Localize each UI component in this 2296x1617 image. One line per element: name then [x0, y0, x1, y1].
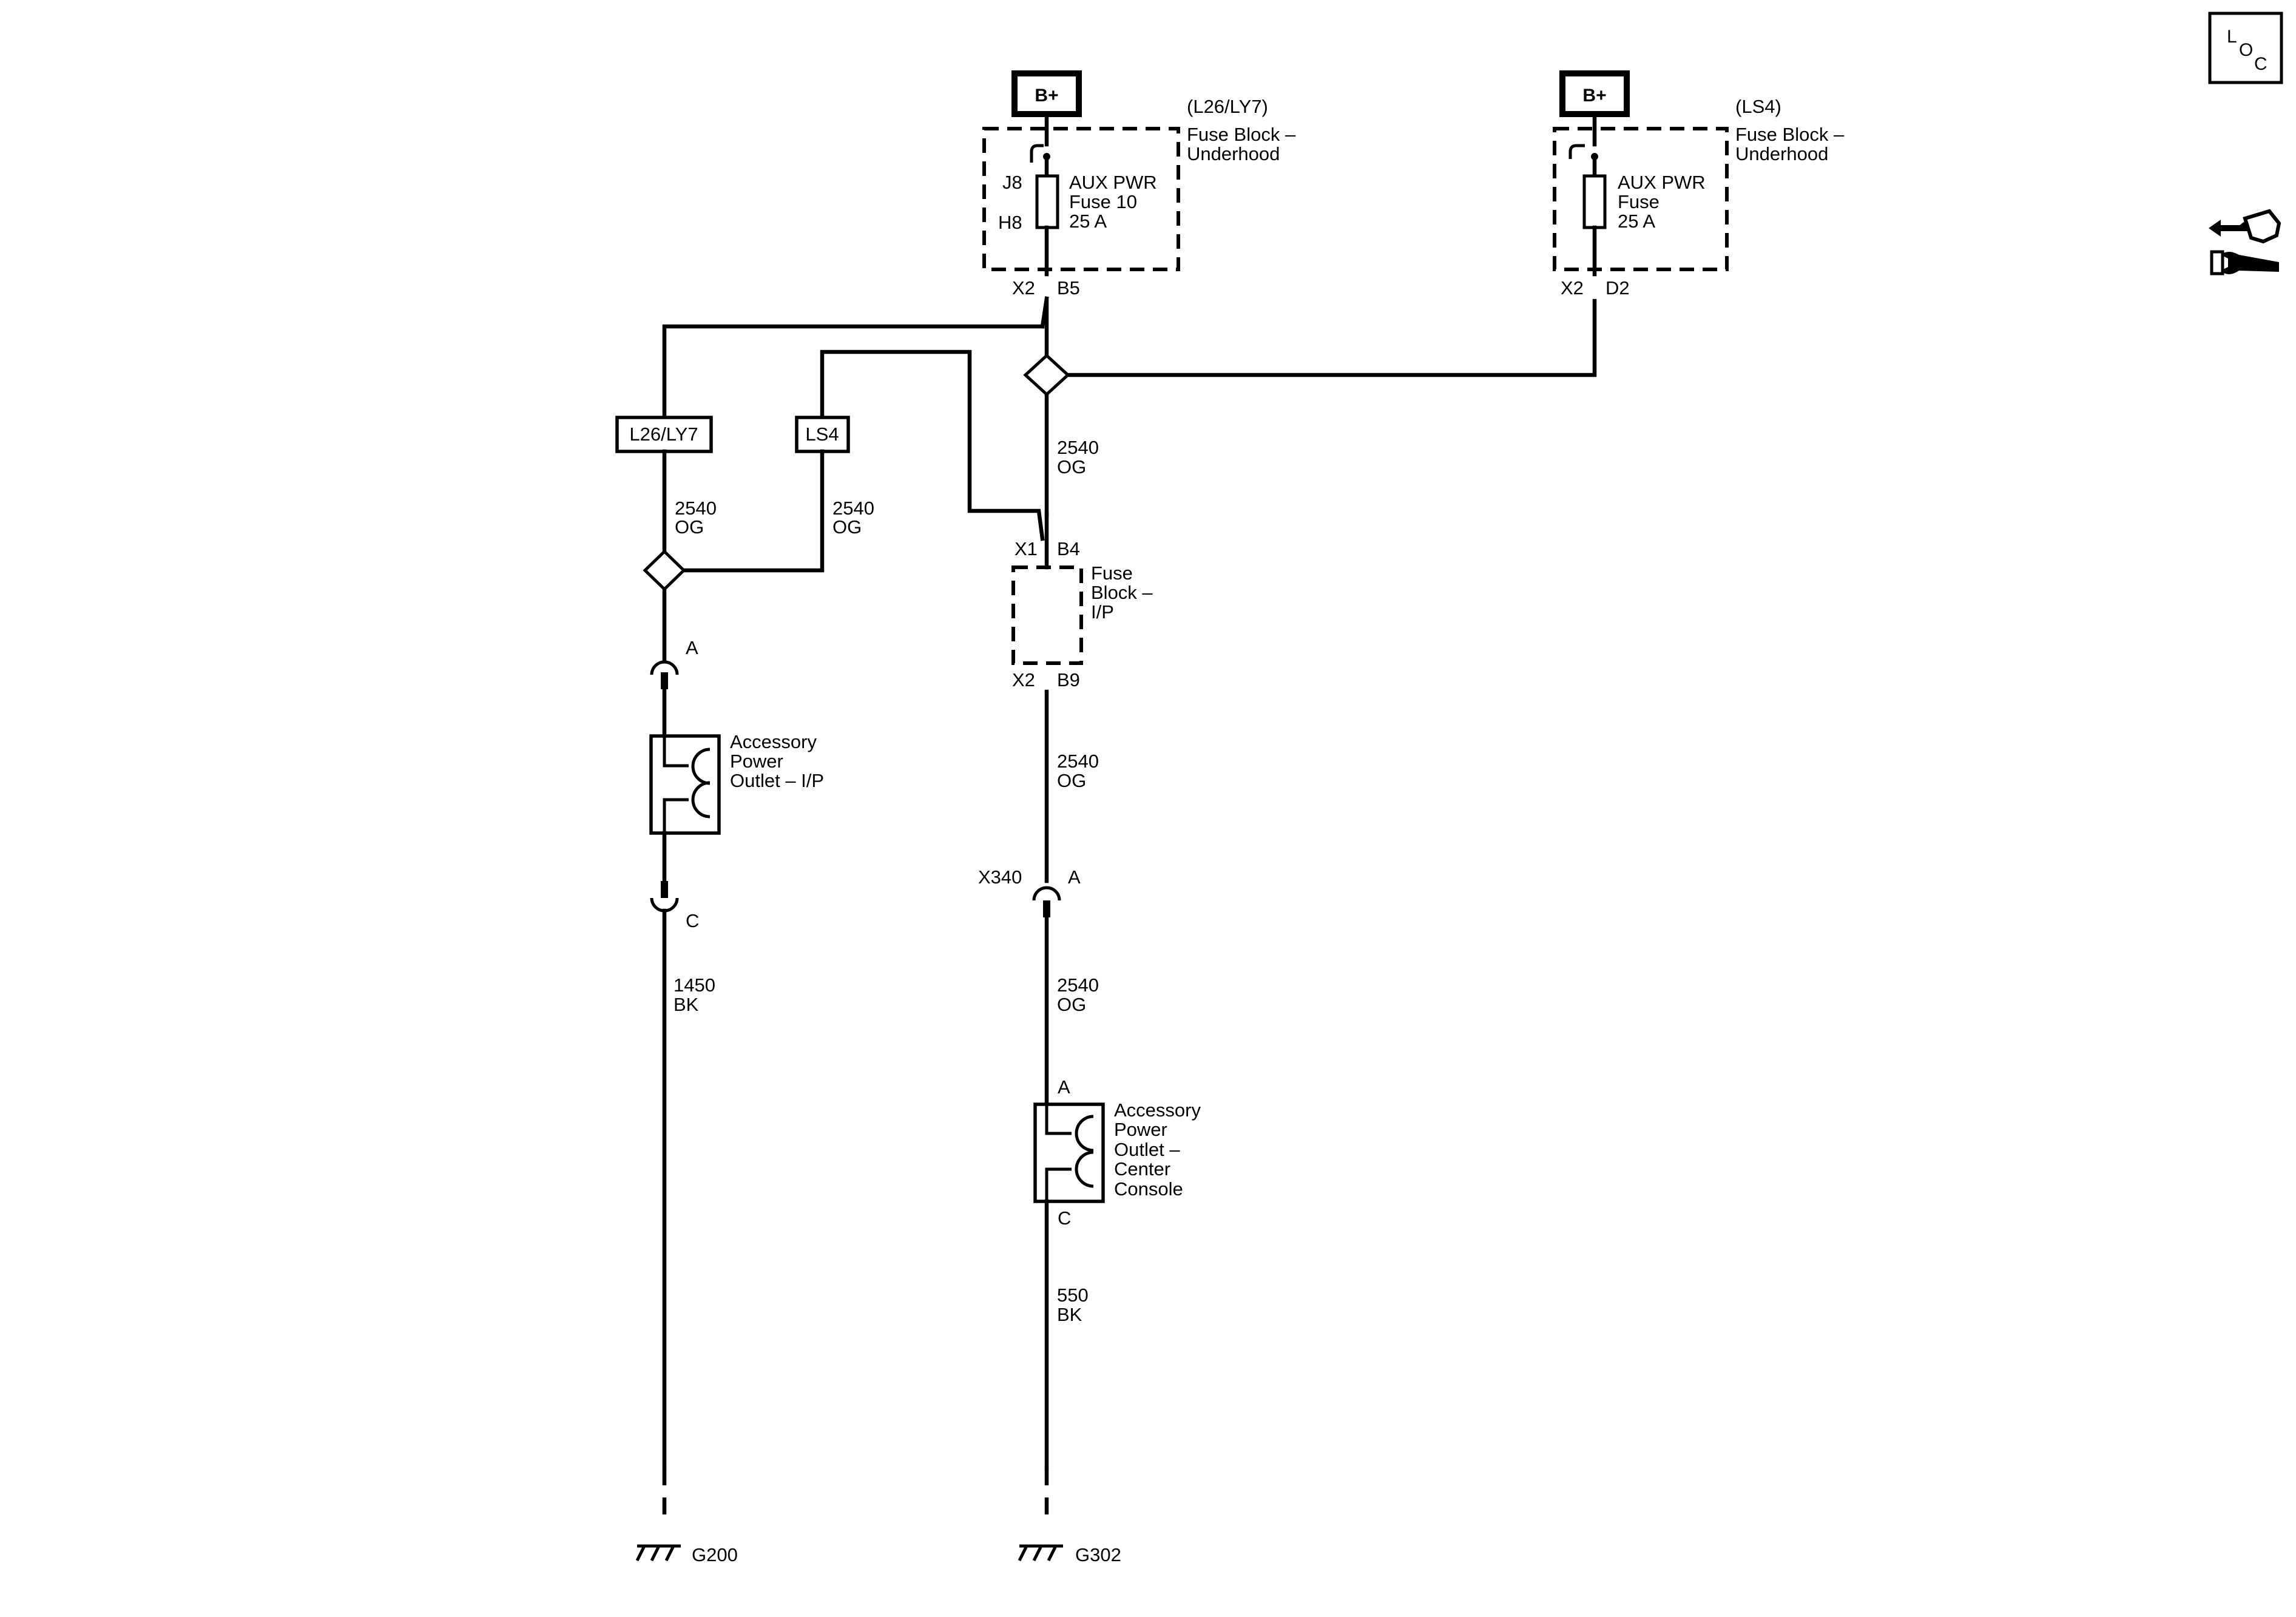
left-fuse-name-1: AUX PWR	[1069, 172, 1157, 193]
main-wire-color: OG	[1057, 456, 1086, 478]
main-splice	[1023, 353, 1070, 397]
after-ip-wire-circuit: 2540	[1057, 751, 1099, 772]
ip-outlet-name-3: Outlet – I/P	[730, 770, 824, 791]
after-x340-wire-circuit: 2540	[1057, 974, 1099, 996]
right-fuse-rating: 25 A	[1618, 211, 1655, 232]
ip-fuse-terminal-in: B4	[1057, 538, 1080, 559]
loc-letter-c: C	[2254, 54, 2267, 74]
left-fuse-option: (L26/LY7)	[1187, 96, 1268, 117]
console-outlet-pin-c: C	[1058, 1207, 1071, 1229]
ls4-wire-circuit: 2540	[832, 498, 874, 519]
right-fuse-connector: X2	[1561, 277, 1584, 299]
ip-ground-wire-color: BK	[674, 994, 699, 1015]
left-fuse-block-outline	[982, 127, 1180, 271]
ip-ground-wire-circuit: 1450	[674, 974, 715, 996]
ip-fuse-block-name-3: I/P	[1091, 601, 1114, 623]
right-fuse-block-outline	[1553, 127, 1729, 271]
left-fuse-pin-bottom: H8	[998, 212, 1022, 233]
right-fuse-name-1: AUX PWR	[1618, 172, 1706, 193]
left-fuse-rating: 25 A	[1069, 211, 1107, 232]
l26-wire-circuit: 2540	[675, 498, 717, 519]
right-fuse-terminal: D2	[1606, 277, 1630, 299]
left-fuse-element	[1035, 174, 1059, 229]
console-outlet-pin-a: A	[1058, 1076, 1070, 1098]
ip-outlet-pin-c: C	[686, 910, 699, 931]
ip-outlet-name-1: Accessory	[730, 731, 817, 752]
ip-fuse-terminal-out: B9	[1057, 669, 1080, 690]
right-fuse-option: (LS4)	[1735, 96, 1781, 117]
ls4-wire-color: OG	[832, 516, 862, 538]
loc-letter-l: L	[2227, 27, 2237, 47]
right-b-plus-box	[1559, 70, 1630, 117]
left-fuse-block: B+ (L26/LY7) Fuse Block – Underhood J8 H…	[982, 70, 1296, 299]
console-outlet-name-4: Center	[1114, 1158, 1170, 1180]
right-fuse-block-name-2: Underhood	[1735, 143, 1828, 164]
ip-outlet-branch: 2540 OG 2540 OG A Accessory Power Outlet…	[635, 449, 874, 1565]
ground-g200-icon	[635, 1544, 681, 1562]
right-fuse-name-2: Fuse	[1618, 191, 1660, 212]
console-ground-wire-color: BK	[1057, 1304, 1082, 1325]
console-outlet-name-5: Console	[1114, 1178, 1183, 1200]
ground-g200-label: G200	[692, 1544, 738, 1565]
ip-fuse-block-name-2: Block –	[1091, 582, 1153, 603]
option-box-ls4-label: LS4	[805, 424, 839, 445]
console-outlet-branch: 2540 OG X1 B4 Fuse Block – I/P X2 B9 254…	[978, 437, 1201, 1565]
after-ip-wire-color: OG	[1057, 770, 1086, 791]
ip-splice	[643, 549, 686, 592]
console-outlet-name-1: Accessory	[1114, 1099, 1201, 1121]
left-b-plus-label: B+	[1035, 86, 1058, 106]
main-wire-circuit: 2540	[1057, 437, 1099, 458]
option-box-l26: L26/LY7	[615, 416, 713, 453]
left-fuse-block-name-2: Underhood	[1187, 143, 1280, 164]
connector-tools-icon[interactable]	[2209, 209, 2281, 275]
x340-connector-label: X340	[978, 866, 1022, 888]
ip-outlet-pin-a: A	[686, 637, 698, 658]
ground-g302-icon	[1018, 1544, 1063, 1562]
left-fuse-name-2: Fuse 10	[1069, 191, 1137, 212]
loc-button-icon[interactable]: L O C	[2208, 12, 2283, 84]
after-x340-wire-color: OG	[1057, 994, 1086, 1015]
ip-fuse-block-name-1: Fuse	[1091, 562, 1133, 584]
ip-fuse-connector-out: X2	[1012, 669, 1035, 690]
ip-fuse-block-outline	[1011, 565, 1083, 665]
left-fuse-terminal: B5	[1057, 277, 1080, 299]
l26-wire-color: OG	[675, 516, 704, 538]
right-fuse-block-name-1: Fuse Block –	[1735, 124, 1845, 145]
console-ground-wire-circuit: 550	[1057, 1284, 1089, 1306]
option-box-ls4: LS4	[795, 416, 850, 453]
ip-outlet-name-2: Power	[730, 751, 783, 772]
ip-fuse-connector-in: X1	[1015, 538, 1038, 559]
left-fuse-block-name-1: Fuse Block –	[1187, 124, 1296, 145]
ground-g302-label: G302	[1075, 1544, 1121, 1565]
loc-letter-o: O	[2239, 40, 2253, 60]
x340-pin-label: A	[1068, 866, 1081, 888]
right-fuse-block: B+ (LS4) Fuse Block – Underhood AUX PWR …	[1553, 70, 1845, 299]
distribution-wiring	[662, 296, 1597, 541]
option-box-l26-label: L26/LY7	[629, 424, 698, 445]
console-outlet-name-2: Power	[1114, 1119, 1167, 1140]
left-fuse-pin-top: J8	[1002, 172, 1022, 193]
right-fuse-element	[1582, 174, 1607, 229]
console-outlet-name-3: Outlet –	[1114, 1139, 1180, 1160]
right-b-plus-label: B+	[1582, 86, 1606, 106]
left-fuse-connector: X2	[1012, 277, 1035, 299]
